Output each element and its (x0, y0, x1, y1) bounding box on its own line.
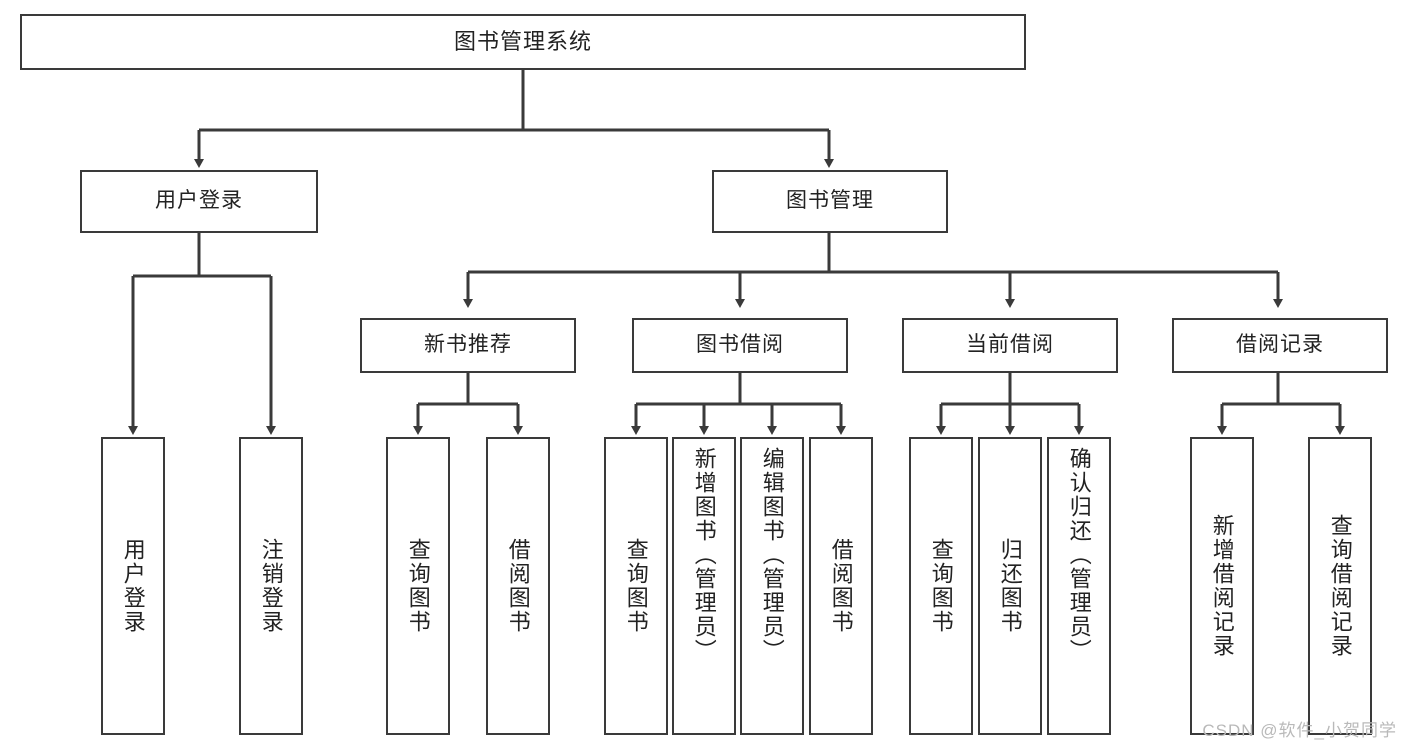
leaf-query-record-label: 查询借阅记录 (1327, 514, 1353, 658)
node-book-manage[interactable]: 图书管理 (712, 170, 948, 233)
leaf-query-book-1-label: 查询图书 (405, 538, 431, 634)
node-borrow-record[interactable]: 借阅记录 (1172, 318, 1388, 373)
node-current-borrow-label: 当前借阅 (966, 333, 1054, 357)
leaf-borrow-book-1[interactable]: 借阅图书 (486, 437, 550, 735)
leaf-add-record-label: 新增借阅记录 (1209, 514, 1235, 658)
leaf-confirm-return-label: 确认归还（管理员） (1066, 447, 1092, 663)
node-new-book-rec[interactable]: 新书推荐 (360, 318, 576, 373)
node-user-login-label: 用户登录 (155, 189, 243, 213)
node-current-borrow[interactable]: 当前借阅 (902, 318, 1118, 373)
watermark: CSDN @软件_小贺同学 (1202, 721, 1397, 740)
leaf-query-book-3[interactable]: 查询图书 (909, 437, 973, 735)
leaf-borrow-book-1-label: 借阅图书 (505, 538, 531, 634)
node-book-borrow[interactable]: 图书借阅 (632, 318, 848, 373)
leaf-logout-login-label: 注销登录 (258, 538, 284, 634)
leaf-query-book-1[interactable]: 查询图书 (386, 437, 450, 735)
leaf-edit-book-label: 编辑图书（管理员） (759, 447, 785, 663)
leaf-add-record[interactable]: 新增借阅记录 (1190, 437, 1254, 735)
node-root-label: 图书管理系统 (453, 29, 592, 55)
node-new-book-rec-label: 新书推荐 (424, 333, 512, 357)
leaf-add-book[interactable]: 新增图书（管理员） (672, 437, 736, 735)
leaf-user-login-label: 用户登录 (120, 538, 146, 634)
leaf-return-book[interactable]: 归还图书 (978, 437, 1042, 735)
leaf-query-record[interactable]: 查询借阅记录 (1308, 437, 1372, 735)
leaf-borrow-book-2[interactable]: 借阅图书 (809, 437, 873, 735)
node-user-login[interactable]: 用户登录 (80, 170, 318, 233)
leaf-query-book-3-label: 查询图书 (928, 538, 954, 634)
node-book-manage-label: 图书管理 (786, 189, 874, 213)
leaf-query-book-2[interactable]: 查询图书 (604, 437, 668, 735)
node-book-borrow-label: 图书借阅 (696, 333, 784, 357)
leaf-borrow-book-2-label: 借阅图书 (828, 538, 854, 634)
leaf-return-book-label: 归还图书 (997, 538, 1023, 634)
leaf-user-login[interactable]: 用户登录 (101, 437, 165, 735)
node-root[interactable]: 图书管理系统 (20, 14, 1026, 70)
node-borrow-record-label: 借阅记录 (1236, 333, 1324, 357)
leaf-edit-book[interactable]: 编辑图书（管理员） (740, 437, 804, 735)
leaf-logout-login[interactable]: 注销登录 (239, 437, 303, 735)
leaf-query-book-2-label: 查询图书 (623, 538, 649, 634)
leaf-add-book-label: 新增图书（管理员） (691, 447, 717, 663)
leaf-confirm-return[interactable]: 确认归还（管理员） (1047, 437, 1111, 735)
